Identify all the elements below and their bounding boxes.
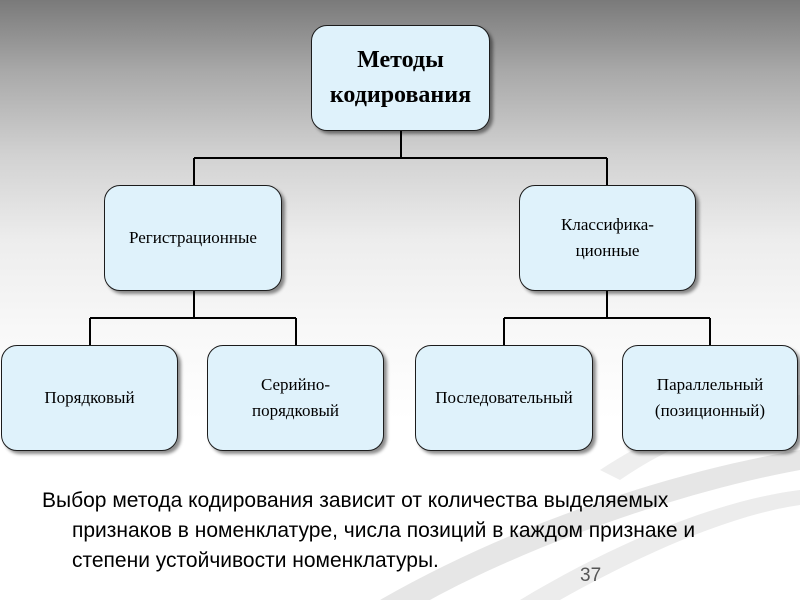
classification-node: Классифика- ционные — [519, 185, 696, 291]
parallel-node-label: Параллельный (позиционный) — [654, 374, 766, 420]
registration-node-label: Регистрационные — [129, 227, 257, 247]
slide-number: 37 — [580, 565, 602, 586]
sequential-node-label: Последовательный — [435, 387, 573, 407]
ordinal-node-label: Порядковый — [44, 387, 135, 407]
serial-ordinal-node: Серийно- порядковый — [207, 345, 384, 451]
root-node: Методы кодирования — [311, 25, 490, 131]
ordinal-node: Порядковый — [1, 345, 178, 451]
root-node-label: Методы кодирования — [329, 47, 472, 108]
registration-node: Регистрационные — [104, 185, 282, 291]
caption-text: Выбор метода кодирования зависит от коли… — [42, 489, 696, 572]
classification-node-label: Классифика- ционные — [561, 214, 654, 260]
parallel-node: Параллельный (позиционный) — [622, 345, 798, 451]
sequential-node: Последовательный — [415, 345, 593, 451]
serial-ordinal-node-label: Серийно- порядковый — [251, 374, 339, 420]
